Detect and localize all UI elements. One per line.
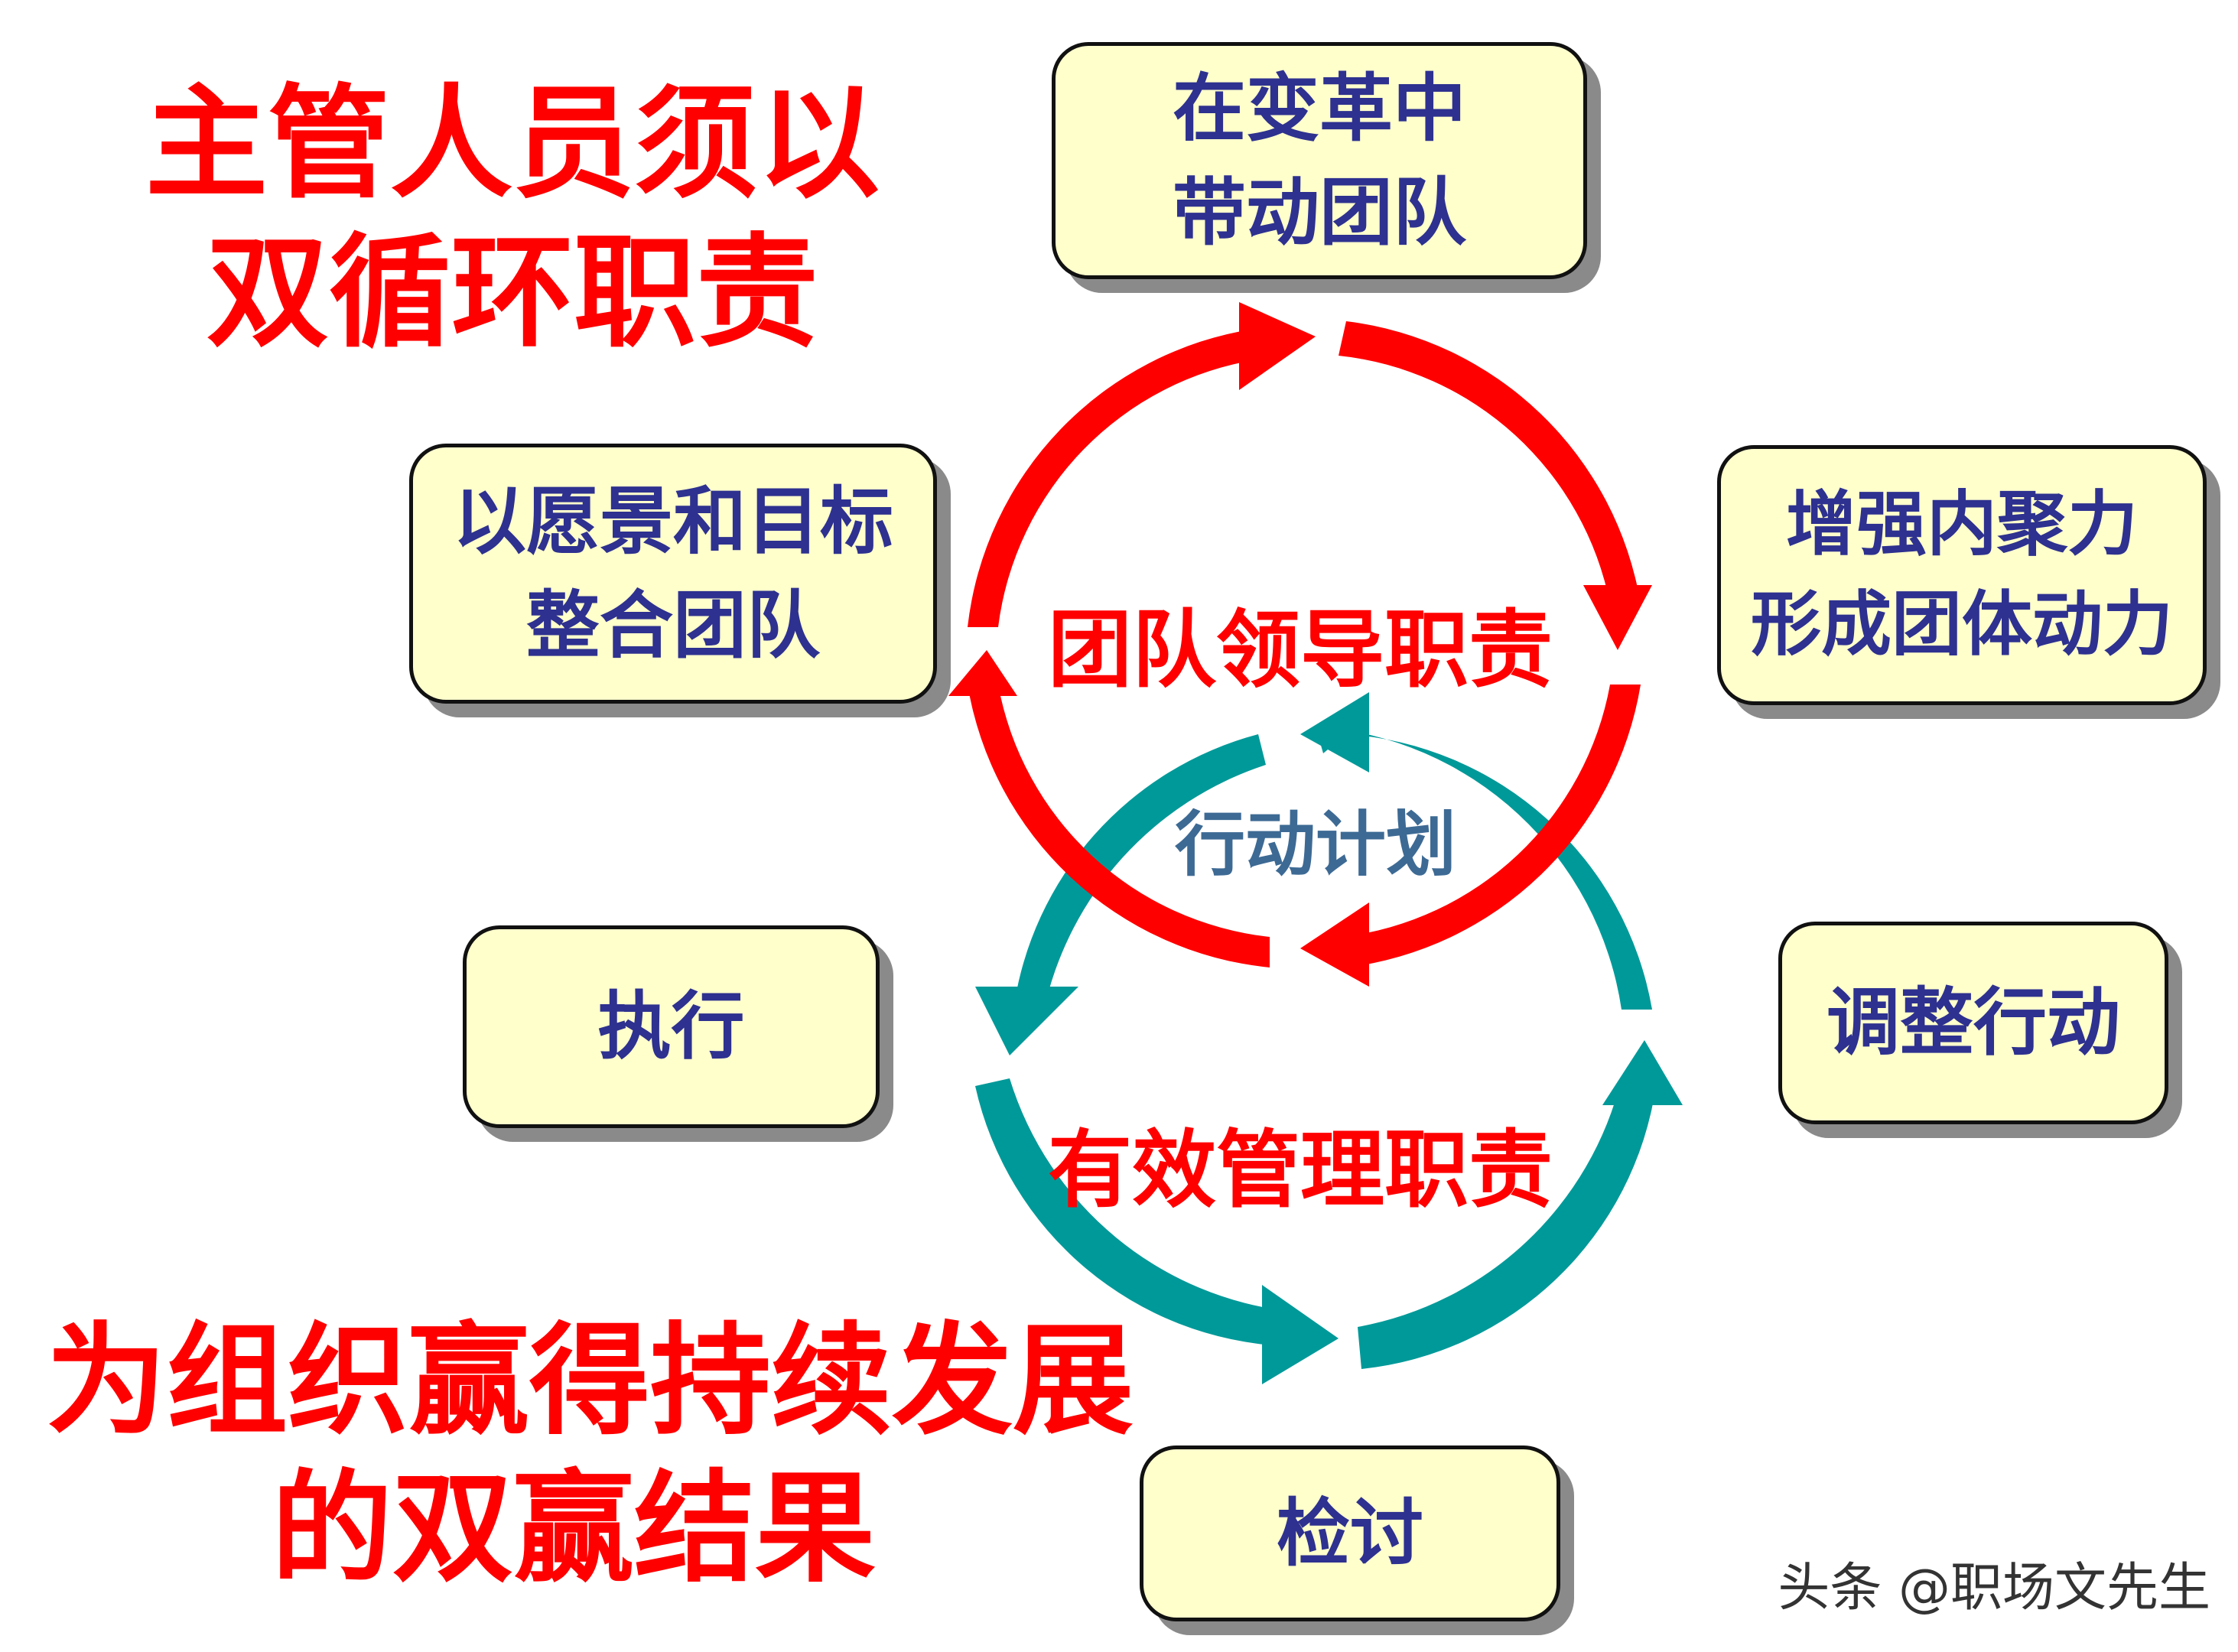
box-lead-change-line1: 在变革中 — [1173, 65, 1466, 151]
heading-bottom-line1: 为组织赢得持续发展 — [46, 1311, 1134, 1452]
leadership-cycle-label: 团队领导职责 — [1048, 601, 1553, 699]
leadership-cycle — [948, 302, 1652, 987]
box-integrate-team-line2: 整合团队 — [526, 583, 820, 668]
leadership-arrowhead-left — [948, 650, 1017, 696]
leadership-arrowhead-bottom — [1300, 902, 1369, 987]
heading-top-line2: 双循环职责 — [206, 221, 818, 365]
heading-top-line1: 主管人员须以 — [145, 72, 880, 215]
box-execute-label: 执行 — [597, 984, 745, 1070]
box-team-cohesion-line1: 增强内聚力 — [1785, 483, 2138, 566]
heading-bottom: 为组织赢得持续发展 的双赢结果 — [46, 1308, 1134, 1603]
leadership-arrowhead-right — [1583, 585, 1652, 650]
management-arrow-bottom-right — [1358, 1078, 1656, 1369]
leadership-arrow-upper-left — [968, 329, 1258, 627]
management-arrowhead-left — [975, 987, 1078, 1055]
leadership-arrowhead-top — [1239, 302, 1316, 390]
box-review: 检讨 — [1140, 1446, 1560, 1621]
action-plan-label: 行动计划 — [1174, 804, 1456, 886]
box-review-label: 检讨 — [1277, 1490, 1423, 1576]
box-team-cohesion-line2: 形成团体动力 — [1750, 584, 2173, 665]
management-arrowhead-right — [1602, 1040, 1683, 1105]
heading-top: 主管人员须以 双循环职责 — [92, 69, 933, 367]
box-execute: 执行 — [463, 925, 880, 1128]
box-lead-change: 在变革中 带动团队 — [1052, 42, 1587, 279]
leadership-arrow-lower-left — [968, 685, 1270, 967]
management-cycle-label: 有效管理职责 — [1048, 1121, 1553, 1219]
leadership-arrow-lower-right — [1342, 685, 1641, 967]
box-integrate-team-line1: 以愿景和目标 — [453, 478, 893, 564]
box-lead-change-line2: 带动团队 — [1173, 170, 1466, 255]
box-team-cohesion: 增强内聚力 形成团体动力 — [1717, 445, 2207, 705]
management-arrow-top — [1316, 727, 1652, 1010]
box-integrate-team: 以愿景和目标 整合团队 — [409, 444, 937, 704]
heading-bottom-line2: 的双赢结果 — [272, 1458, 876, 1599]
management-arrowhead-bottom — [1262, 1285, 1339, 1384]
management-cycle — [975, 692, 1683, 1384]
box-adjust-action-label: 调整行动 — [1827, 980, 2120, 1066]
watermark: 头条 @职场文先生 — [1778, 1558, 2210, 1618]
management-arrow-bottom-left — [975, 1078, 1293, 1346]
box-adjust-action: 调整行动 — [1778, 922, 2168, 1124]
management-arrow-left — [1013, 734, 1266, 1010]
management-arrowhead-top — [1300, 692, 1369, 772]
leadership-arrow-upper-right — [1339, 321, 1641, 604]
